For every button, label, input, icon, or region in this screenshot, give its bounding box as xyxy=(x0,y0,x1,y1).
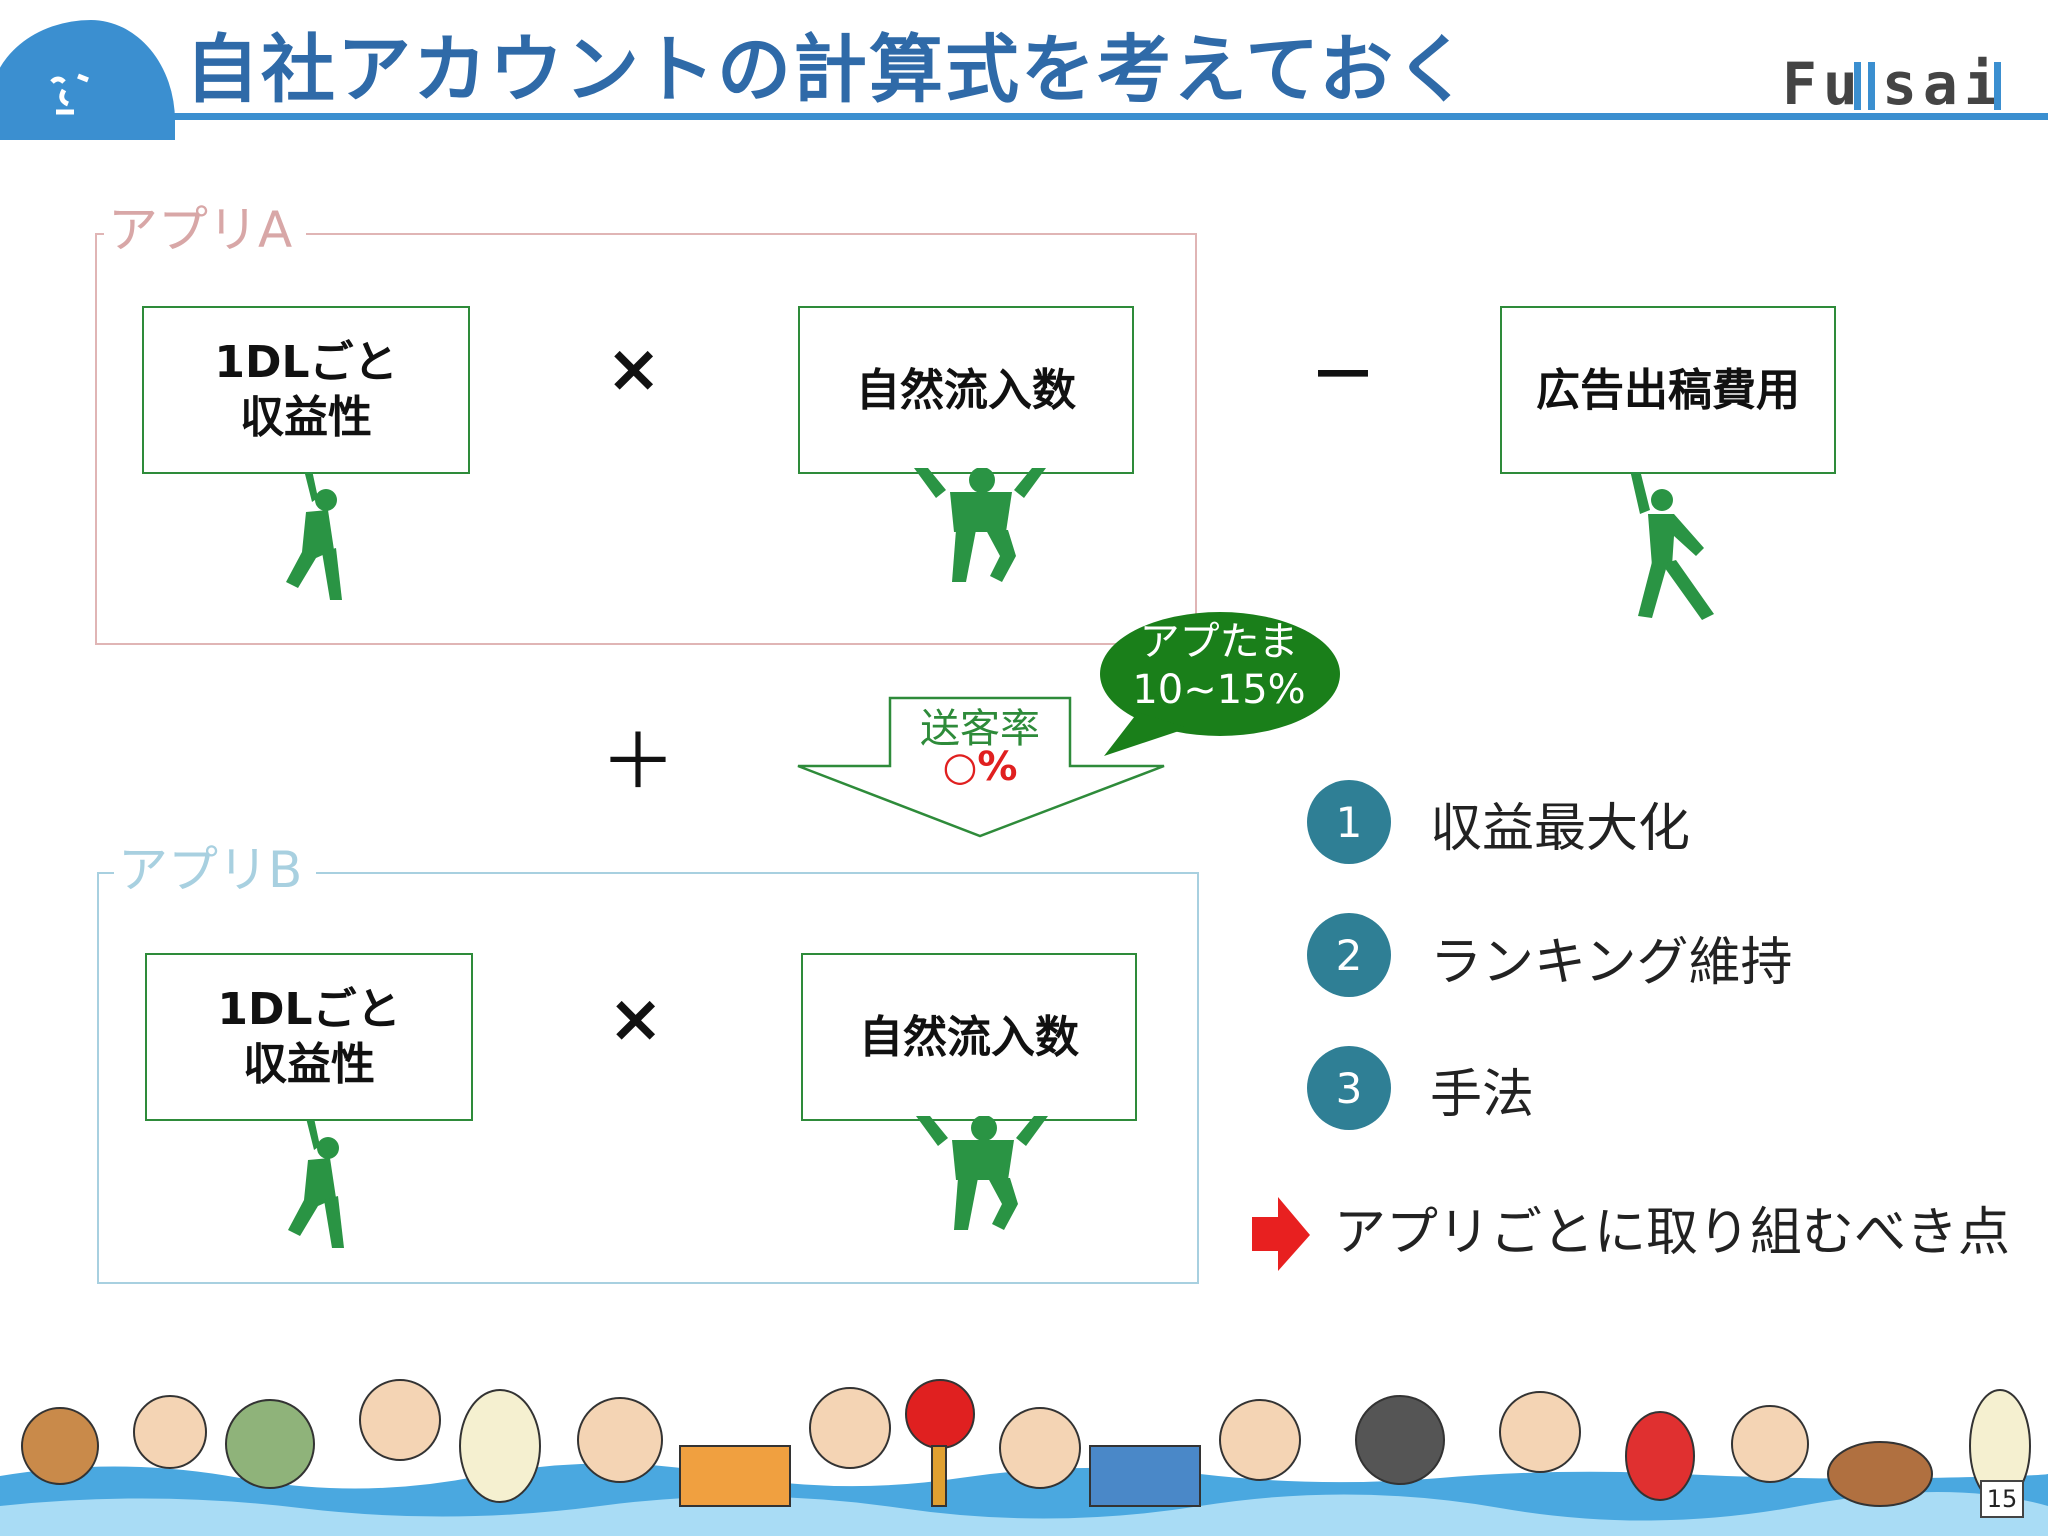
app-b-multiply-sign: × xyxy=(608,980,664,1057)
header-mascot-badge xyxy=(0,20,175,140)
stick-figure-pushing-icon xyxy=(288,1120,344,1248)
ad-cost-box: 広告出稿費用 xyxy=(1500,306,1836,474)
stick-figure-lifting-icon xyxy=(916,1116,1048,1230)
svg-text:Fu: Fu xyxy=(1782,50,1864,118)
red-arrow-icon xyxy=(1252,1197,1310,1271)
header-underline xyxy=(170,113,2048,120)
list-number-badge: 2 xyxy=(1307,913,1391,997)
list-number-badge: 3 xyxy=(1307,1046,1391,1130)
footer-characters-strip xyxy=(0,1379,2048,1536)
app-a-revenue-per-dl-box: 1DLごと 収益性 xyxy=(142,306,470,474)
minus-sign: － xyxy=(1310,337,1376,414)
app-b-revenue-per-dl-box: 1DLごと 収益性 xyxy=(145,953,473,1121)
app-a-multiply-sign: × xyxy=(606,330,662,407)
list-item-label: 手法 xyxy=(1430,1065,1535,1125)
svg-text:sai: sai xyxy=(1882,50,2005,118)
list-number-badge: 1 xyxy=(1307,780,1391,864)
page-number: 15 xyxy=(1980,1480,2024,1518)
app-b-label: アプリB xyxy=(114,830,317,902)
transfer-rate-label: 送客率 xyxy=(920,706,1040,752)
transfer-arrow xyxy=(797,696,1165,838)
app-a-label: アプリA xyxy=(104,190,307,262)
speech-bubble xyxy=(1100,612,1340,756)
mascot-face-icon xyxy=(42,62,102,122)
plus-sign: ＋ xyxy=(600,717,676,806)
page-title: 自社アカウントの計算式を考えておく xyxy=(185,27,1472,113)
stick-figure-lifting-icon xyxy=(914,468,1046,582)
app-b-frame xyxy=(97,872,1199,1284)
brand-logo: Fu sai xyxy=(1782,48,2014,133)
stick-figure-pushing-icon xyxy=(286,472,342,600)
transfer-rate-value: ○% xyxy=(942,744,1018,790)
app-a-frame xyxy=(95,233,1197,645)
app-a-organic-inflow-box: 自然流入数 xyxy=(798,306,1134,474)
app-b-organic-inflow-box: 自然流入数 xyxy=(801,953,1137,1121)
list-item-label: 収益最大化 xyxy=(1430,799,1691,859)
bubble-text: アプたま 10~15% xyxy=(1132,619,1306,713)
note-text: アプリごとに取り組むべき点 xyxy=(1334,1203,2011,1263)
stick-figure-holding-icon xyxy=(1630,472,1714,620)
list-item-label: ランキング維持 xyxy=(1430,933,1793,993)
